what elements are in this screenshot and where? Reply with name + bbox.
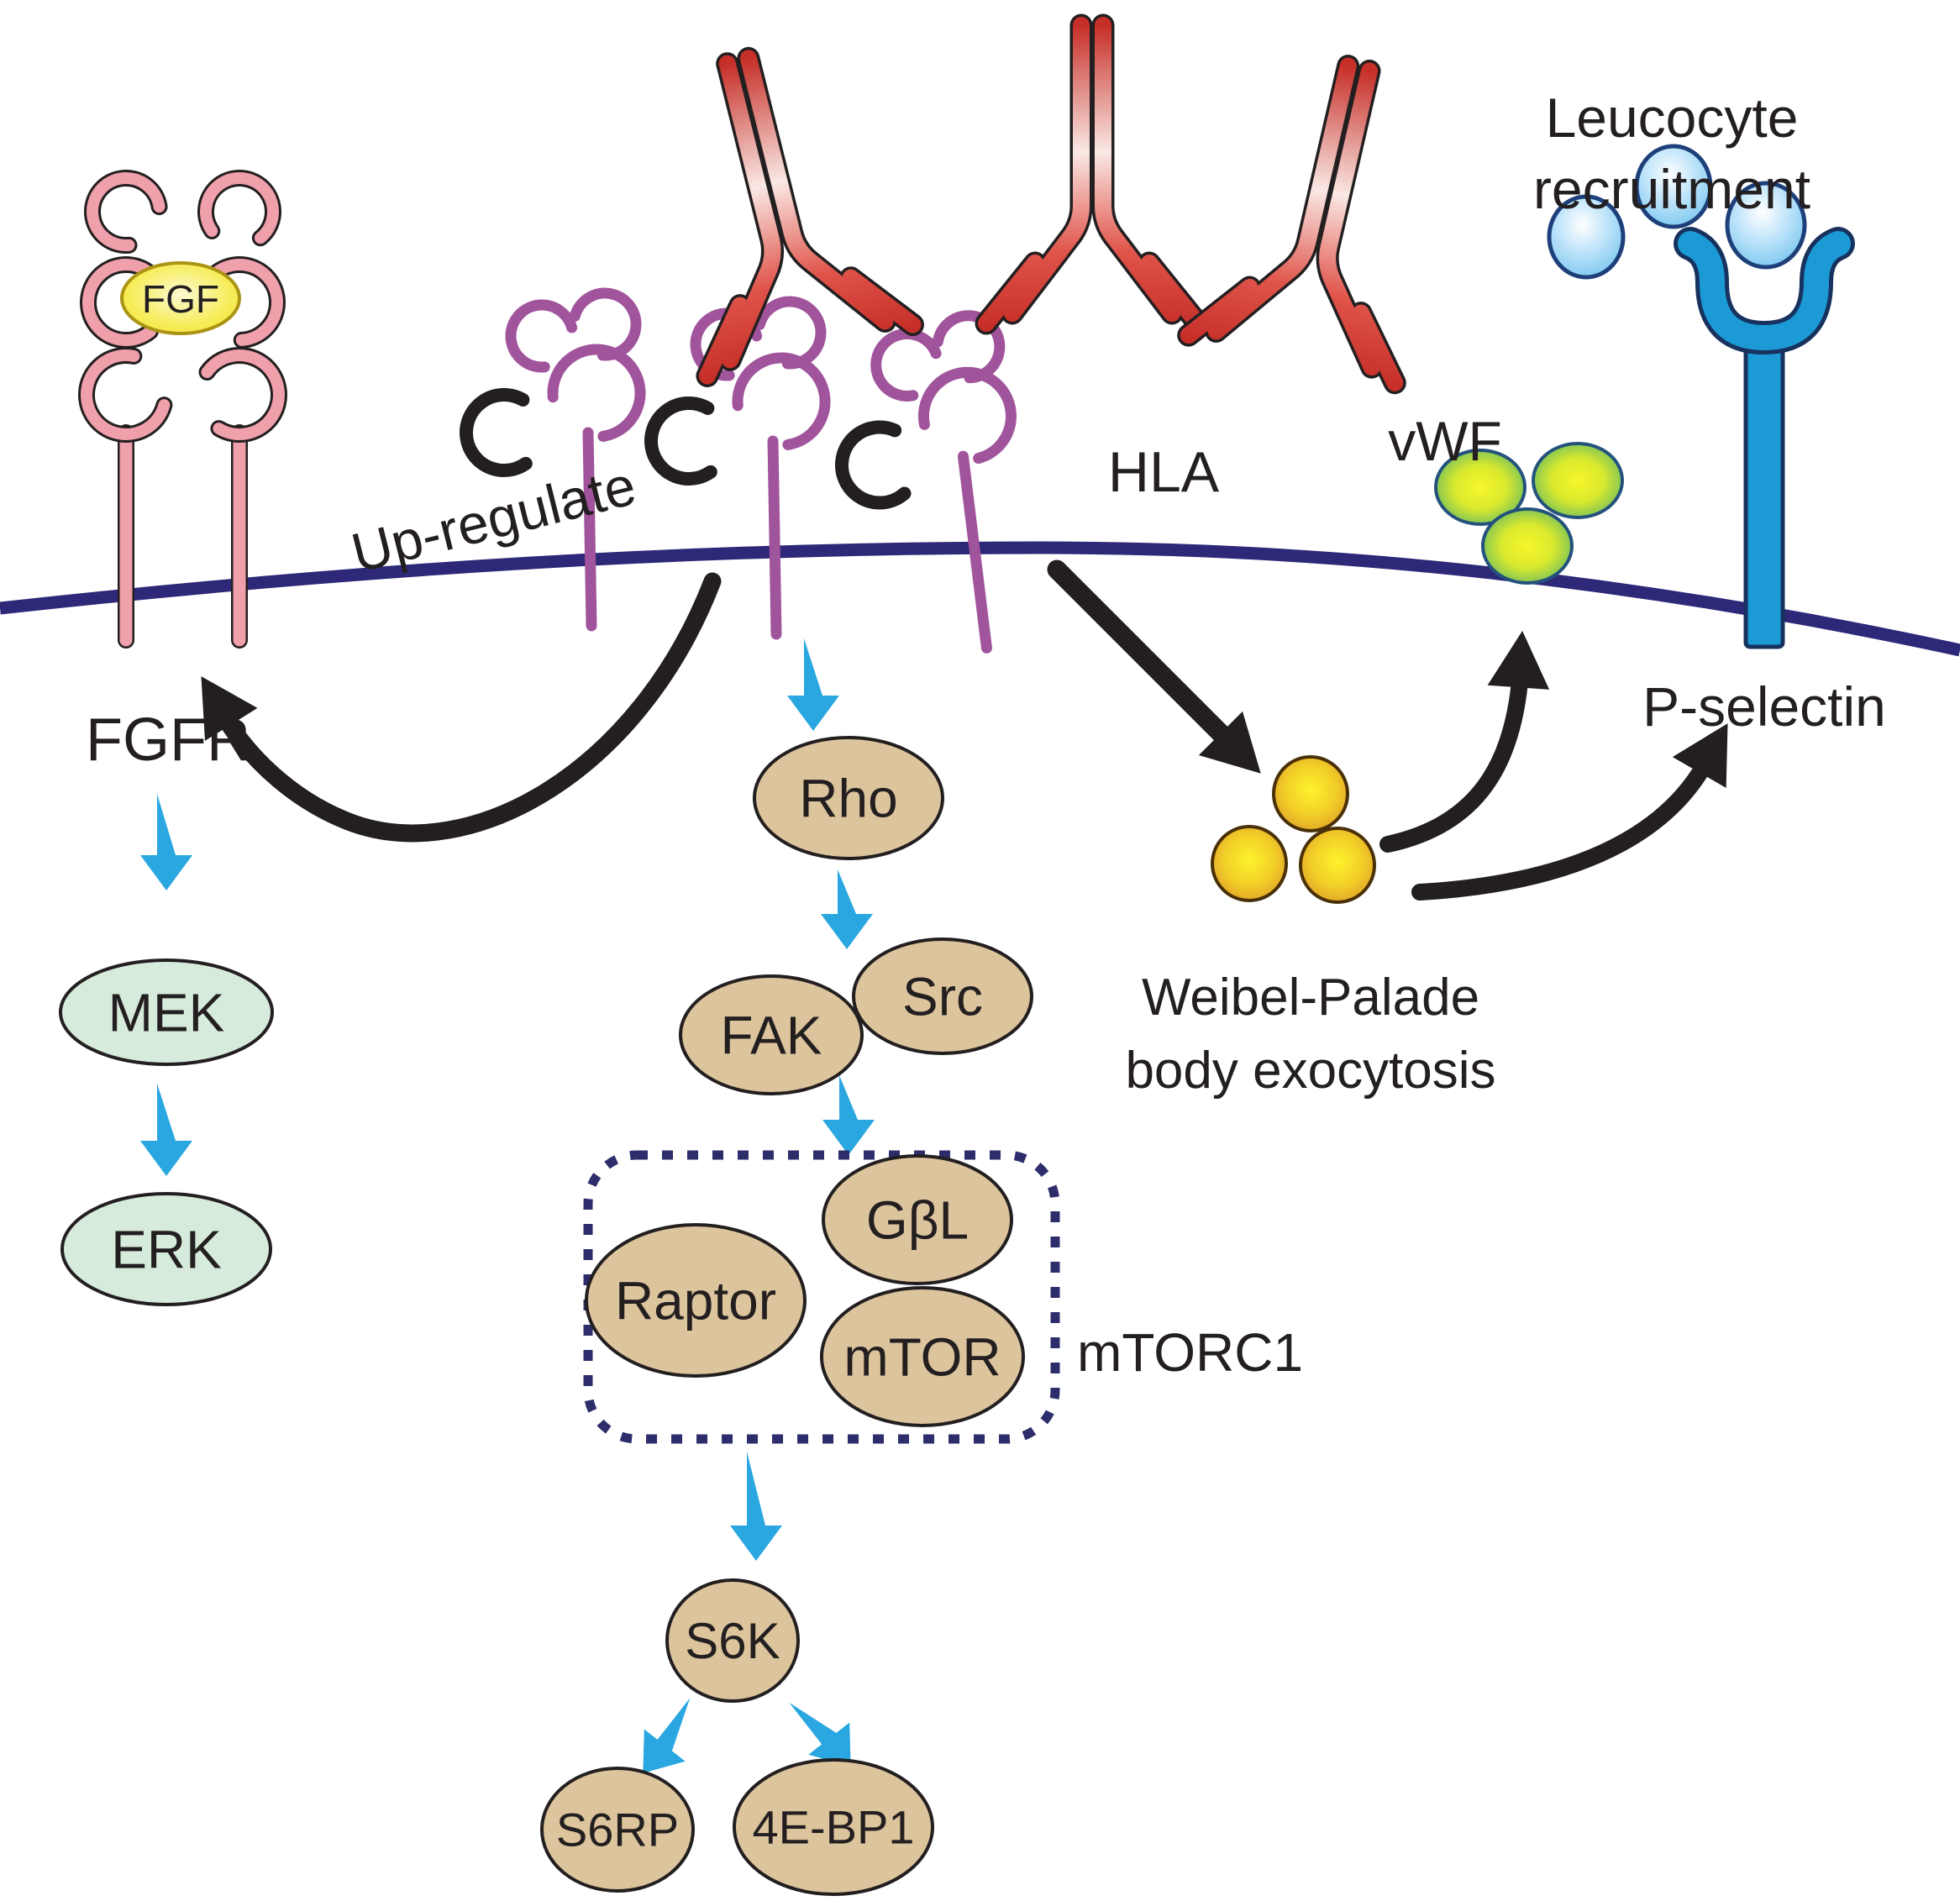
blue-arrows <box>140 638 875 1789</box>
node-gbl-label: GβL <box>866 1189 969 1250</box>
node-s6k-label: S6K <box>685 1613 780 1669</box>
leucocyte-label-line1: Leucocyte <box>1546 87 1799 149</box>
node-gbl: GβL <box>822 1154 1013 1285</box>
arrow-hla-to-rho <box>787 638 839 731</box>
node-s6k-shape <box>665 1578 800 1703</box>
node-raptor: Raptor <box>585 1223 807 1378</box>
node-raptor-label: Raptor <box>615 1270 776 1331</box>
node-fak-label: FAK <box>721 1005 822 1065</box>
node-mek-label: MEK <box>108 982 225 1042</box>
node-s6k: S6K <box>665 1578 800 1703</box>
arrow-wpb-to-vwf <box>1379 664 1529 853</box>
node-s6rp-label: S6RP <box>556 1804 679 1856</box>
node-src: Src <box>852 937 1033 1055</box>
node-fak-shape <box>679 974 864 1095</box>
mtorc1-complex-box <box>583 1150 1060 1444</box>
arrow-fgfr-to-mek <box>140 794 192 890</box>
node-rho-label: Rho <box>799 768 897 828</box>
node-src-shape <box>852 937 1033 1055</box>
node-erk-shape <box>60 1192 272 1306</box>
node-mtor: mTOR <box>820 1286 1025 1427</box>
mtorc1-label: mTORC1 <box>1077 1322 1303 1383</box>
node-mek: MEK <box>59 958 274 1066</box>
wpb-label-line2: body exocytosis <box>1125 1042 1495 1100</box>
fgfr-receptor: FGF <box>78 170 287 649</box>
node-erk-label: ERK <box>111 1219 222 1279</box>
p-selectin-receptor <box>1674 227 1855 649</box>
node-mtor-shape <box>820 1286 1025 1427</box>
node-fak: FAK <box>679 974 864 1095</box>
vwf-granules <box>1434 442 1624 585</box>
arrow-rho-to-fak <box>821 869 873 949</box>
node-rho-shape <box>753 736 944 860</box>
weibel-palade-bodies <box>1211 755 1376 904</box>
arrow-mek-to-erk <box>140 1084 192 1176</box>
node-erk: ERK <box>60 1192 272 1306</box>
node-mek-shape <box>59 958 274 1066</box>
node-s6rp: S6RP <box>540 1767 695 1893</box>
antibody-icon <box>1189 45 1462 383</box>
arrow-fak-to-mtorc1 <box>822 1075 875 1155</box>
leucocyte-label-line2: recruitment <box>1533 158 1810 220</box>
antibody-icon <box>635 35 912 375</box>
node-gbl-shape <box>822 1154 1013 1285</box>
fgfr-label: FGFR <box>86 706 250 774</box>
node-src-label: Src <box>902 966 983 1027</box>
fgf-label: FGF <box>142 277 219 321</box>
node-4ebp1-shape <box>733 1758 934 1896</box>
node-rho: Rho <box>753 736 944 860</box>
arrow-upregulate <box>221 572 722 843</box>
node-s6rp-shape <box>540 1767 695 1893</box>
hla-label: HLA <box>1108 440 1220 504</box>
node-4ebp1-label: 4E-BP1 <box>753 1801 915 1854</box>
arrow-mtorc1-to-s6k <box>730 1452 782 1561</box>
wpb-label-line1: Weibel-Palade <box>1142 969 1479 1027</box>
node-raptor-shape <box>585 1223 807 1378</box>
arrow-hla-to-wpb <box>1047 559 1238 751</box>
fgf-ligand <box>120 261 241 335</box>
cell-membrane <box>0 541 1960 657</box>
node-4ebp1: 4E-BP1 <box>733 1758 934 1896</box>
black-arrows <box>175 559 1754 901</box>
node-mtor-label: mTOR <box>843 1326 1001 1387</box>
p-selectin-label: P-selectin <box>1642 675 1886 738</box>
vwf-label: vWF <box>1388 410 1502 472</box>
arrow-wpb-to-pselectin <box>1411 752 1716 901</box>
leucocytes <box>1547 144 1807 280</box>
antibody-icon <box>986 25 1198 323</box>
